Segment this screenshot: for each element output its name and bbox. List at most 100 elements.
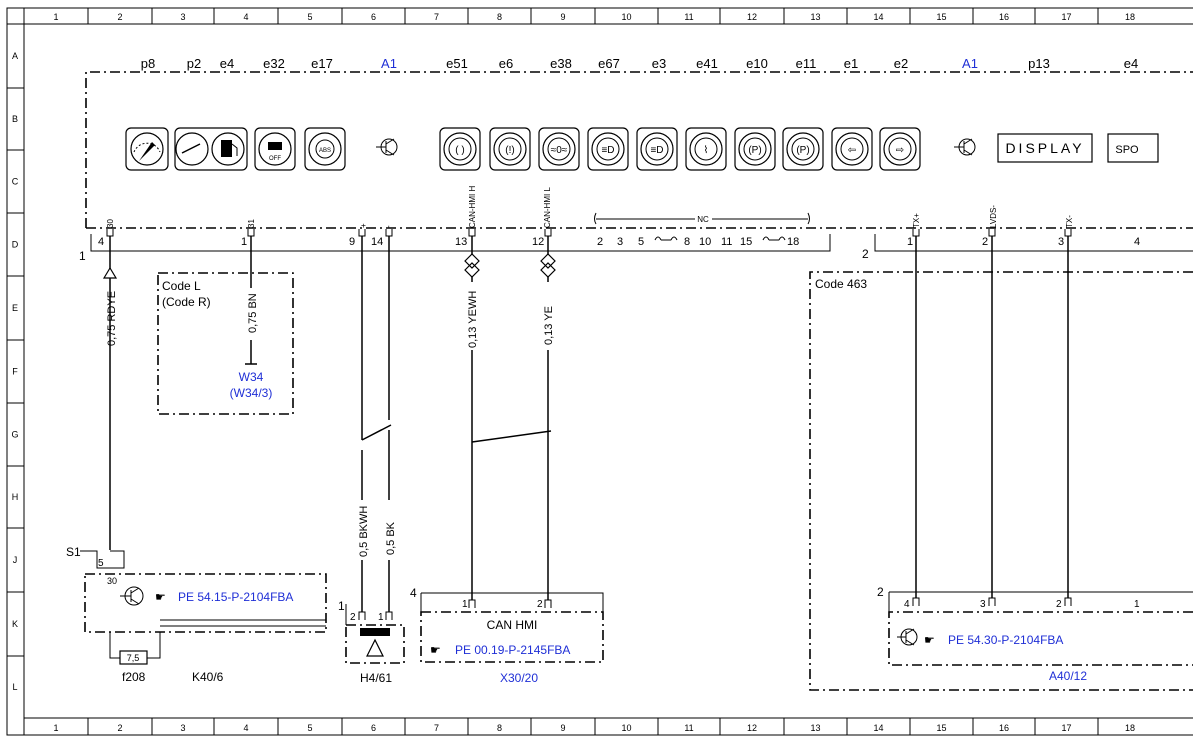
spo-unit: SPO	[1107, 133, 1159, 163]
symbol-label-p8-0: p8	[141, 56, 155, 71]
symbol-label-e1-14: e1	[844, 56, 858, 71]
svg-text:≡D: ≡D	[650, 145, 663, 156]
wire-label-ye: 0,13 YE	[543, 306, 555, 345]
symbol-label-a1-16: A1	[962, 56, 978, 71]
x30-20-link[interactable]: X30/20	[500, 671, 538, 685]
symbol-label-e11-13: e11	[796, 56, 817, 71]
pin-label-tx-minus: TX-	[1065, 215, 1074, 228]
svg-text:( ): ( )	[455, 145, 464, 156]
wire-label-rdye: 0,75 RDYE	[106, 291, 118, 346]
grid-col-2: 2	[117, 12, 122, 22]
symbol-label-e10-12: e10	[746, 56, 768, 71]
display-unit: DISPLAY	[997, 133, 1093, 163]
symbol-label-a1-5: A1	[381, 56, 397, 71]
wire-label-bn: 0,75 BN	[247, 293, 259, 333]
a40-pin1: 1	[1134, 599, 1140, 610]
x30-20-can-connector: 4 1 2 CAN HMI ☛ PE 00.19-P-2145FBA X30/2…	[410, 586, 604, 685]
left-turn-signal-icon: ⇦	[831, 127, 873, 171]
pin-number-r2: 2	[982, 236, 988, 248]
k40-6-label: K40/6	[192, 670, 224, 684]
grid-col-12: 12	[747, 723, 757, 733]
symbol-label-p13-17: p13	[1028, 56, 1050, 71]
code-463-box: Code 463	[809, 271, 1193, 691]
svg-text:(P): (P)	[748, 145, 761, 156]
svg-text:≈0≈: ≈0≈	[551, 145, 568, 156]
fuel-gauge-icon	[174, 127, 248, 171]
pin-number-nc-5: 5	[638, 236, 644, 248]
grid-col-14: 14	[873, 723, 883, 733]
parking-brake-lamp-icon: (P)	[734, 127, 776, 171]
grid-row-C: C	[12, 177, 19, 187]
wire-label-bkwh: 0,5 BKWH	[358, 506, 370, 557]
x30-ref-link[interactable]: PE 00.19-P-2145FBA	[455, 643, 570, 657]
pin-number-9: 9	[349, 236, 355, 248]
pin-number-nc-3: 3	[617, 236, 623, 248]
grid-col-14: 14	[873, 12, 883, 22]
w34-link[interactable]: W34	[239, 370, 264, 384]
grid-col-7: 7	[434, 723, 439, 733]
pin-number-nc-15: 15	[740, 236, 752, 248]
grid-row-K: K	[12, 619, 18, 629]
grid-row-H: H	[12, 492, 19, 502]
h4-61-label: H4/61	[360, 671, 392, 685]
a40-12-module: 2 4 3 2 1 ☛ PE 54.30-P-2104FBA A40/12	[877, 585, 1193, 683]
grid-col-8: 8	[497, 12, 502, 22]
grid-col-11: 11	[684, 723, 693, 733]
pin-number-nc-2: 2	[597, 236, 603, 248]
pin-number-nc-18: 18	[787, 236, 799, 248]
buzzer-icon	[360, 628, 390, 636]
symbol-label-e38-8: e38	[550, 56, 572, 71]
s1-label: S1	[66, 545, 81, 559]
grid-col-16: 16	[999, 12, 1009, 22]
symbol-label-e32-3: e32	[263, 56, 285, 71]
symbol-label-e6-7: e6	[499, 56, 513, 71]
w34-alt-link[interactable]: (W34/3)	[230, 386, 273, 400]
code-463-label: Code 463	[815, 277, 867, 291]
a40-num: 2	[877, 585, 884, 599]
pin-label-tx-plus: TX+	[912, 213, 921, 228]
a40-12-link[interactable]: A40/12	[1049, 669, 1087, 683]
symbol-label-e41-11: e41	[696, 56, 718, 71]
grid-col-13: 13	[810, 12, 820, 22]
pin-label-lvds: LVDS-	[989, 205, 998, 228]
grid-row-D: D	[12, 240, 19, 250]
pin-number-14: 14	[371, 236, 383, 248]
svg-text:(!): (!)	[505, 145, 514, 156]
k40-ref-link[interactable]: PE 54.15-P-2104FBA	[178, 590, 293, 604]
x30-pin1: 1	[462, 599, 468, 610]
grid-col-5: 5	[307, 12, 312, 22]
nc-label: NC	[697, 215, 709, 224]
grid-row-A: A	[12, 51, 18, 61]
grid-col-15: 15	[936, 723, 946, 733]
pin-number-nc-8: 8	[684, 236, 690, 248]
code-l-line1: Code L	[162, 279, 201, 293]
a40-pin3: 3	[980, 599, 986, 610]
grid-col-5: 5	[307, 723, 312, 733]
symbol-label-p2-1: p2	[187, 56, 201, 71]
pin-number-nc-11: 11	[721, 236, 732, 248]
indicator-lamps: ( )(!)≈0≈≡D≡D⌇(P)(P)⇦⇨	[439, 127, 921, 171]
pin-number-12: 12	[532, 236, 544, 248]
grid-col-6: 6	[371, 12, 376, 22]
high-beam-lamp-icon: ≡D	[636, 127, 678, 171]
grid-col-4: 4	[243, 723, 248, 733]
grid-col-1: 1	[53, 12, 58, 22]
fuse-value: 7,5	[127, 653, 140, 663]
pin-label-can-l: CAN-HMI L	[543, 187, 552, 228]
symbol-label-e4-2: e4	[220, 56, 234, 71]
a40-ref-link[interactable]: PE 54.30-P-2104FBA	[948, 633, 1063, 647]
grid-col-15: 15	[936, 12, 946, 22]
grid-col-3: 3	[180, 12, 185, 22]
svg-text:(P): (P)	[796, 145, 809, 156]
a40-pin2: 2	[1056, 599, 1062, 610]
brake-warning-lamp-icon: (!)	[489, 127, 531, 171]
h4-61-pin2: 2	[350, 612, 356, 623]
svg-text:⌇: ⌇	[704, 145, 709, 156]
speedometer-gauge-icon	[125, 127, 169, 171]
grid-col-11: 11	[684, 12, 693, 22]
pin-number-nc-10: 10	[699, 236, 711, 248]
